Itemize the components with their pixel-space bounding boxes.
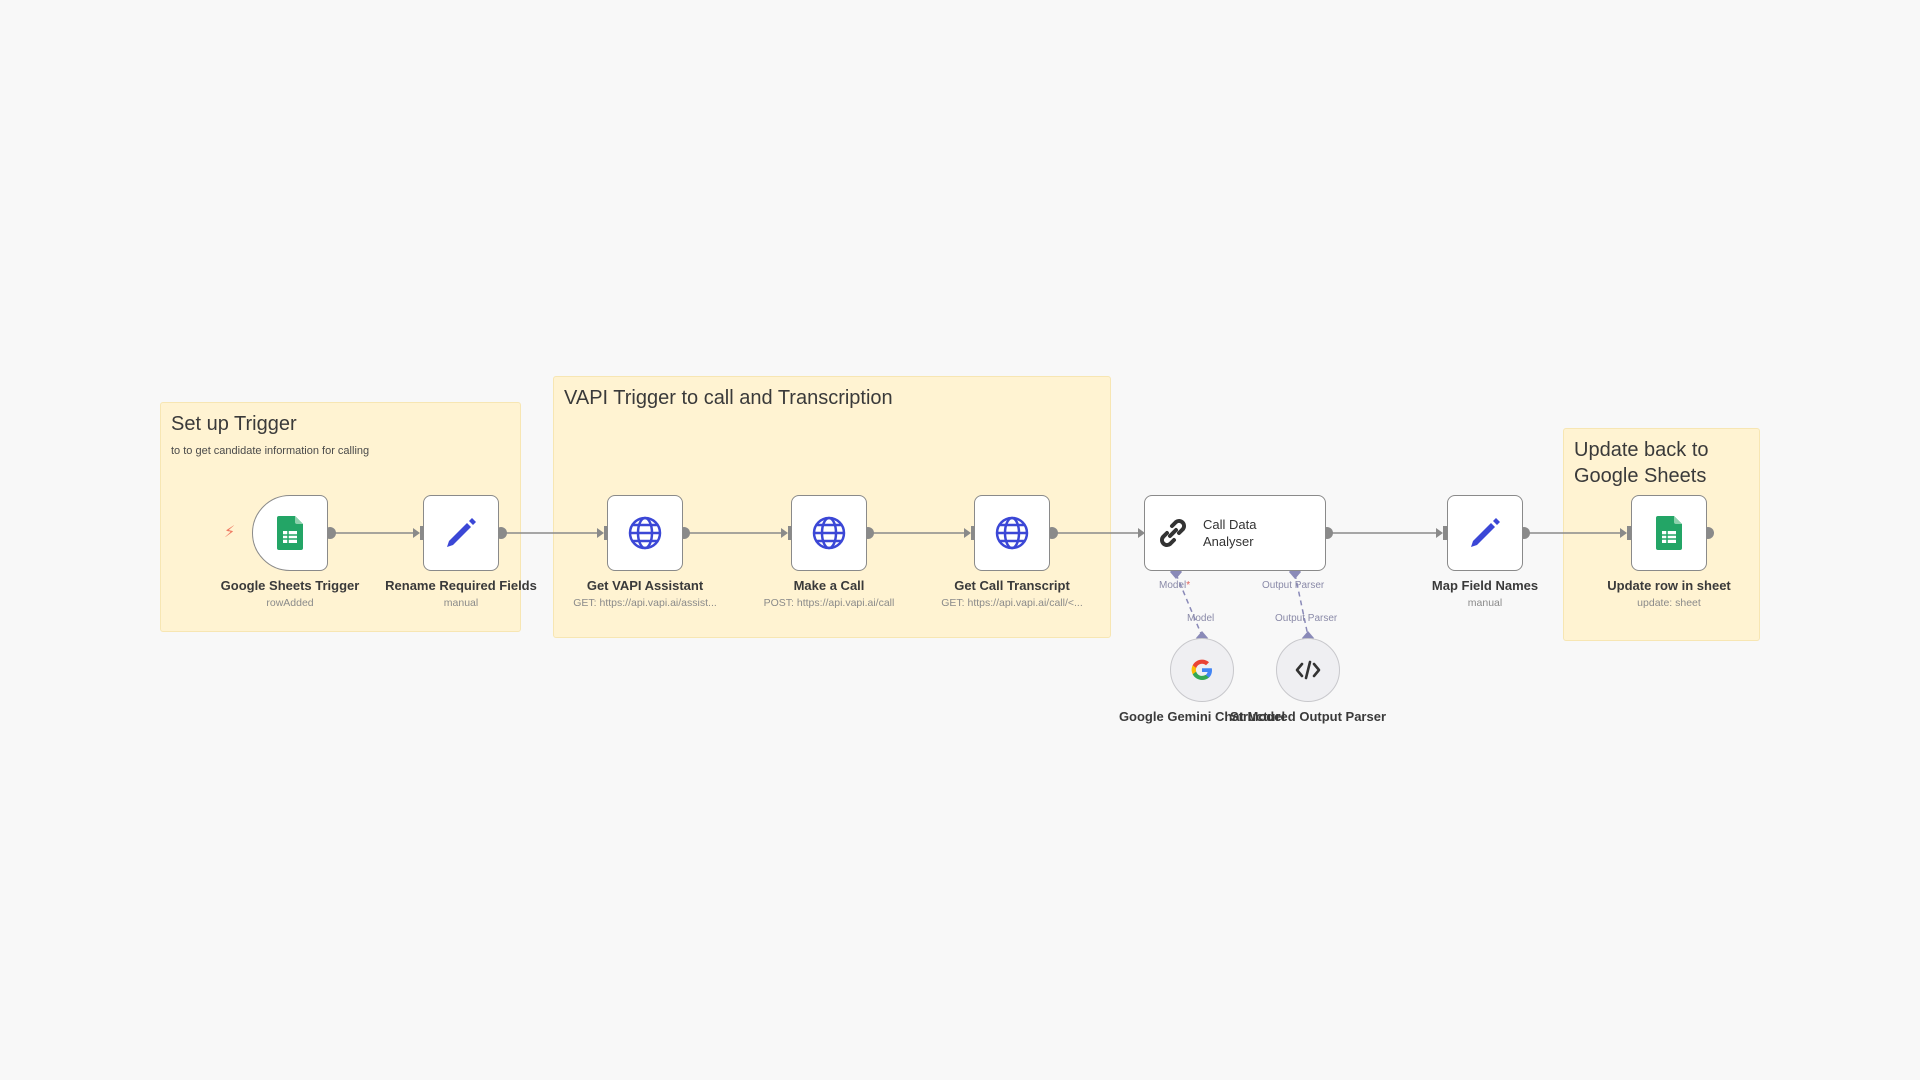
node-get-vapi-assistant[interactable] <box>607 495 683 571</box>
port-label-model: Model* <box>1159 580 1191 591</box>
node-google-sheets-trigger[interactable] <box>252 495 328 571</box>
port-label-output-parser-input: Output Parser <box>1275 613 1338 624</box>
sticky-title: Update back to Google Sheets <box>1574 439 1709 487</box>
node-label: Structured Output Parser <box>1229 709 1387 724</box>
pencil-icon <box>1471 518 1500 547</box>
node-label: Google Gemini Chat Model <box>1118 709 1286 724</box>
node-sublabel: manual <box>1467 597 1503 609</box>
node-sublabel: POST: https://api.vapi.ai/call <box>763 597 895 609</box>
node-sublabel: manual <box>443 597 479 609</box>
trigger-bolt-icon: ⚡ <box>224 524 236 541</box>
google-g-icon <box>1191 659 1212 680</box>
node-sublabel: rowAdded <box>266 597 314 609</box>
node-sublabel: GET: https://api.vapi.ai/call/<... <box>941 597 1083 609</box>
node-sublabel: GET: https://api.vapi.ai/assist... <box>573 597 717 609</box>
node-label: Get VAPI Assistant <box>586 578 704 593</box>
globe-icon <box>995 516 1029 550</box>
node-map-field-names[interactable] <box>1447 495 1523 571</box>
node-label: Make a Call <box>793 578 865 593</box>
globe-icon <box>812 516 846 550</box>
port-label-output-parser: Output Parser <box>1262 580 1325 591</box>
node-structured-output-parser[interactable] <box>1276 638 1340 702</box>
node-label: Update row in sheet <box>1607 578 1731 593</box>
node-label: Rename Required Fields <box>385 578 537 593</box>
globe-icon <box>628 516 662 550</box>
link-chain-icon <box>1160 519 1186 547</box>
node-get-call-transcript[interactable] <box>974 495 1050 571</box>
google-sheets-icon <box>1656 516 1682 550</box>
code-brackets-icon <box>1295 660 1321 680</box>
sticky-subtitle: to to get candidate information for call… <box>171 445 370 457</box>
node-call-data-analyser[interactable]: Call Data Analyser <box>1144 495 1326 571</box>
pencil-icon <box>447 518 476 547</box>
port-label-model-input: Model <box>1187 613 1215 624</box>
node-sublabel: update: sheet <box>1637 597 1701 609</box>
sticky-title: VAPI Trigger to call and Transcription <box>564 387 893 409</box>
node-label: Google Sheets Trigger <box>220 578 360 593</box>
node-label: Call Data Analyser <box>1203 517 1257 549</box>
google-sheets-icon <box>277 516 303 550</box>
node-update-row-in-sheet[interactable] <box>1631 495 1707 571</box>
node-make-a-call[interactable] <box>791 495 867 571</box>
node-label: Get Call Transcript <box>954 578 1070 593</box>
node-google-gemini-chat-model[interactable] <box>1170 638 1234 702</box>
sticky-title: Set up Trigger <box>171 413 297 435</box>
node-rename-required-fields[interactable] <box>423 495 499 571</box>
node-label: Map Field Names <box>1431 578 1539 593</box>
